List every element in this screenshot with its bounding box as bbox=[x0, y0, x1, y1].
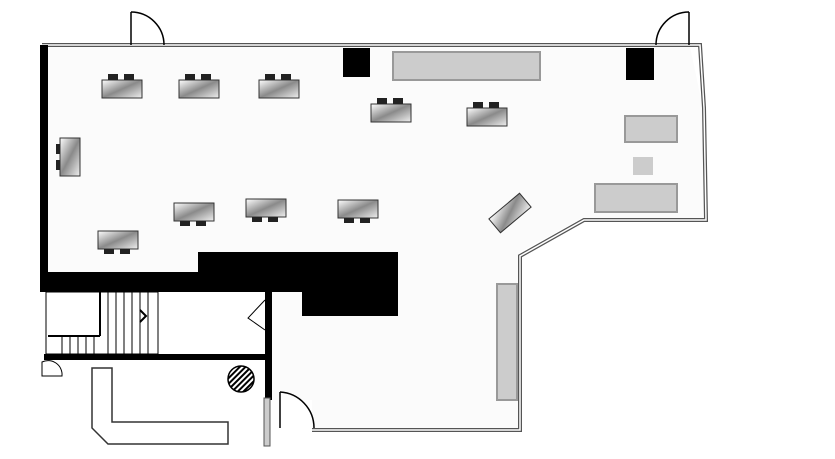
desks bbox=[59, 79, 532, 250]
desk bbox=[245, 198, 287, 218]
door-bottom bbox=[279, 391, 315, 429]
floor-area bbox=[44, 47, 703, 428]
desk bbox=[337, 199, 379, 219]
counter bbox=[594, 183, 678, 213]
interior-wall-block bbox=[40, 252, 398, 316]
desk bbox=[101, 79, 143, 99]
interior-wall bbox=[265, 290, 272, 400]
cabinet bbox=[624, 115, 678, 143]
wall-segment bbox=[263, 397, 271, 447]
desk bbox=[173, 202, 215, 222]
desk bbox=[59, 137, 81, 177]
staircase bbox=[45, 291, 159, 355]
desk bbox=[258, 79, 300, 99]
desk bbox=[466, 107, 508, 127]
chairs bbox=[56, 74, 499, 254]
desk bbox=[370, 103, 412, 123]
counter bbox=[392, 51, 541, 81]
stair-arrow-icon bbox=[139, 309, 148, 323]
desk bbox=[178, 79, 220, 99]
desk bbox=[97, 230, 139, 250]
column bbox=[343, 48, 370, 77]
interior-wall bbox=[44, 354, 272, 360]
door-top-right bbox=[655, 11, 690, 46]
door-swing bbox=[41, 360, 63, 377]
door-top-left bbox=[130, 11, 165, 46]
box bbox=[633, 157, 653, 175]
column bbox=[626, 48, 654, 80]
counter bbox=[496, 283, 518, 401]
hatched-column bbox=[227, 365, 255, 393]
door-swing bbox=[247, 299, 266, 331]
sofa bbox=[91, 367, 229, 445]
desk bbox=[488, 192, 532, 234]
left-wall bbox=[40, 45, 48, 290]
